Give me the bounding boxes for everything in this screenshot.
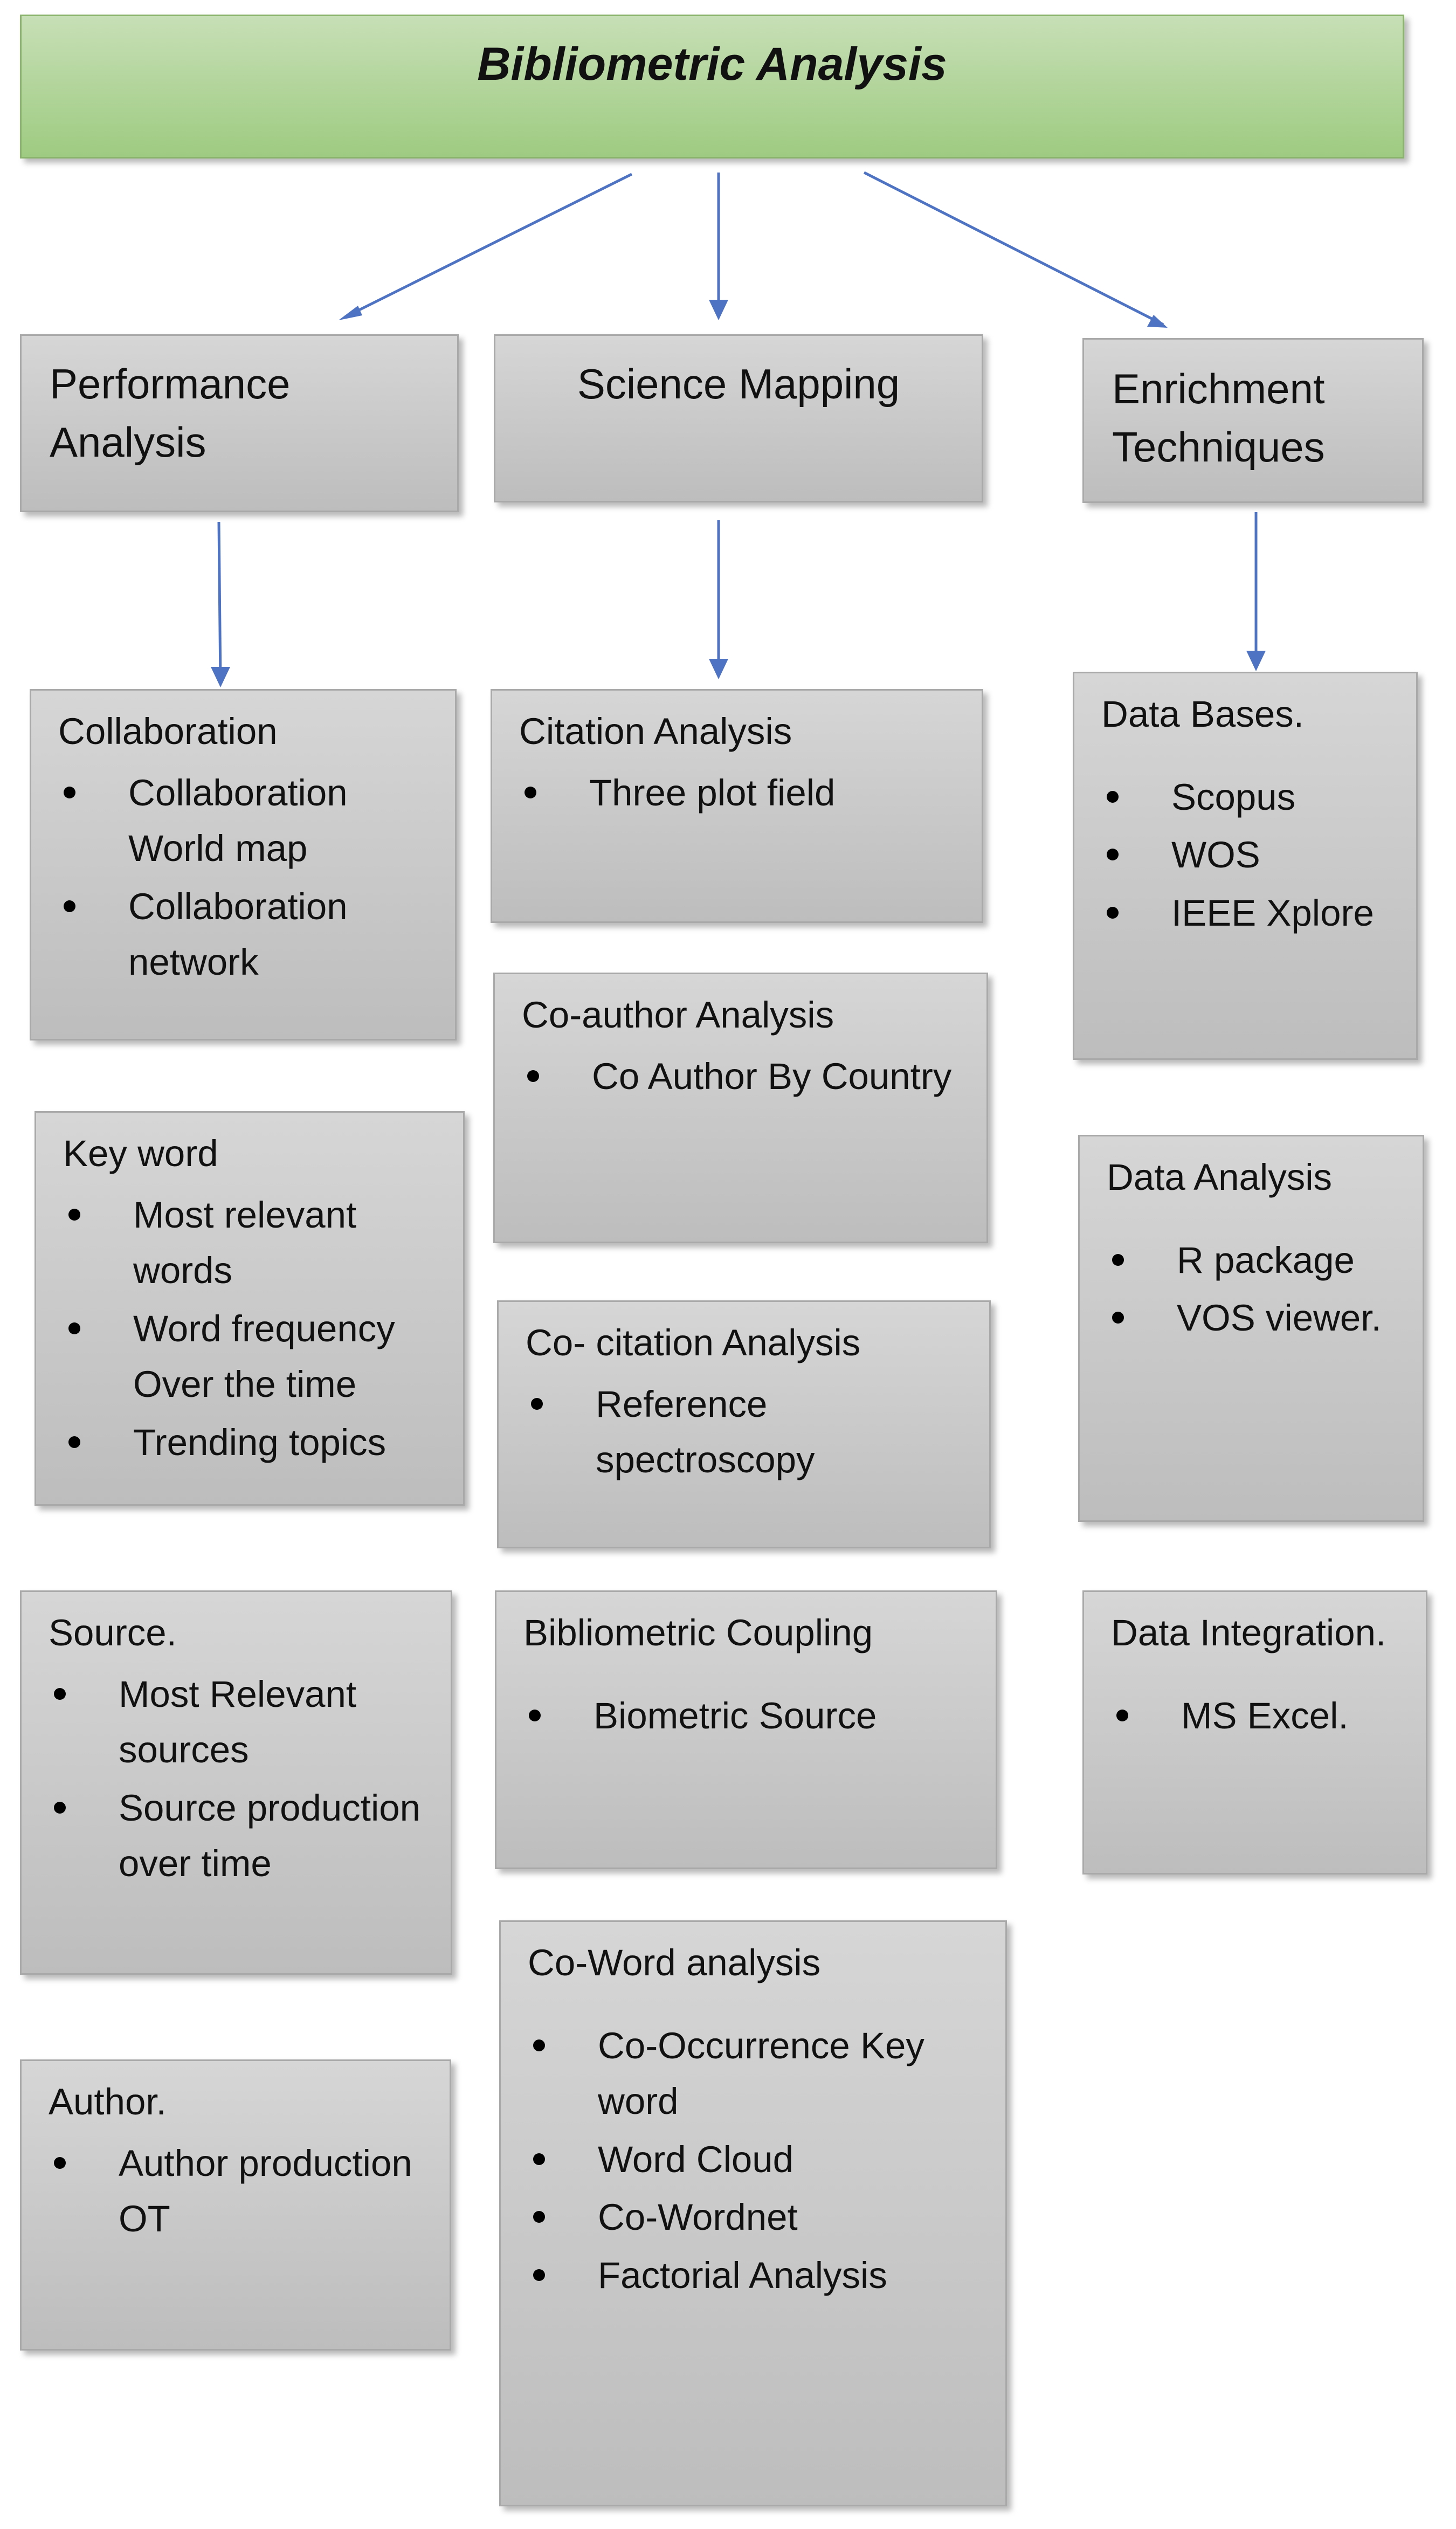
list-item: Most Relevant sources [49,1666,431,1778]
box-citation-analysis: Citation Analysis Three plot field [491,689,983,923]
list-item: Three plot field [519,765,962,821]
category-enrichment-techniques: Enrichment Techniques [1082,338,1424,503]
list-item: Factorial Analysis [528,2248,986,2304]
list-item: Scopus [1101,769,1397,825]
box-list: Three plot field [519,765,962,821]
list-item: Source production over time [49,1780,431,1892]
list-item: Author production OT [49,2135,430,2247]
list-item: Word frequency Over the time [63,1301,444,1412]
list-item: Collaboration World map [58,765,436,877]
list-item: Most relevant words [63,1187,444,1299]
box-key-word: Key word Most relevant words Word freque… [34,1111,465,1506]
box-list: Most Relevant sources Source production … [49,1666,431,1892]
list-item: Word Cloud [528,2132,986,2188]
category-label: Enrichment Techniques [1112,365,1325,471]
box-list: Most relevant words Word frequency Over … [63,1187,444,1471]
box-heading: Co- citation Analysis [526,1322,861,1363]
box-heading: Co-author Analysis [522,994,834,1036]
box-heading: Author. [49,2081,167,2123]
list-item: Biometric Source [523,1688,976,1744]
category-label: Science Mapping [577,360,900,408]
box-co-word-analysis: Co-Word analysis Co-Occurrence Key word … [499,1920,1007,2506]
box-heading: Key word [63,1133,218,1174]
category-science-mapping: Science Mapping [494,334,983,502]
box-heading: Data Bases. [1101,693,1304,735]
list-item: R package [1107,1232,1403,1288]
category-label: Performance Analysis [50,360,291,466]
list-item: IEEE Xplore [1101,885,1397,941]
box-list: Scopus WOS IEEE Xplore [1101,769,1397,941]
arrow-to-enrichment [863,171,1164,326]
arrowhead-enrichment-down [1246,651,1266,671]
box-heading: Bibliometric Coupling [523,1612,873,1653]
list-item: Reference spectroscopy [526,1376,970,1488]
box-author: Author. Author production OT [20,2059,451,2351]
box-list: Collaboration World map Collaboration ne… [58,765,436,990]
box-heading: Collaboration [58,711,278,752]
box-data-bases: Data Bases. Scopus WOS IEEE Xplore [1073,672,1418,1060]
box-co-author-analysis: Co-author Analysis Co Author By Country [493,973,988,1243]
box-heading: Data Analysis [1107,1156,1333,1198]
box-list: R package VOS viewer. [1107,1232,1403,1346]
list-item: Co-Occurrence Key word [528,2018,986,2130]
arrow-performance-down [217,521,222,683]
list-item: WOS [1101,827,1397,883]
category-performance-analysis: Performance Analysis [20,334,459,512]
box-list: MS Excel. [1111,1688,1406,1744]
arrowhead-enrichment [1147,315,1168,328]
arrowhead-performance-down [211,667,230,687]
box-heading: Data Integration. [1111,1612,1386,1653]
box-list: Biometric Source [523,1688,976,1744]
list-item: VOS viewer. [1107,1290,1403,1346]
arrowhead-science-down [709,659,728,679]
box-list: Co-Occurrence Key word Word Cloud Co-Wor… [528,2018,986,2304]
box-data-integration: Data Integration. MS Excel. [1082,1590,1427,1875]
box-heading: Citation Analysis [519,711,792,752]
box-collaboration: Collaboration Collaboration World map Co… [30,689,457,1040]
list-item: Trending topics [63,1415,444,1471]
box-heading: Source. [49,1612,177,1653]
arrow-to-performance [344,173,633,319]
box-list: Co Author By Country [522,1049,967,1105]
list-item: Collaboration network [58,879,436,990]
arrowhead-performance [339,306,362,320]
list-item: Co Author By Country [522,1049,967,1105]
box-data-analysis: Data Analysis R package VOS viewer. [1078,1135,1424,1522]
arrowhead-science [709,300,728,320]
box-bibliometric-coupling: Bibliometric Coupling Biometric Source [495,1590,997,1869]
list-item: Co-Wordnet [528,2189,986,2245]
diagram-title: Bibliometric Analysis [20,15,1404,159]
box-list: Reference spectroscopy [526,1376,970,1488]
box-list: Author production OT [49,2135,430,2247]
box-heading: Co-Word analysis [528,1942,821,1983]
diagram-title-text: Bibliometric Analysis [477,38,947,90]
list-item: MS Excel. [1111,1688,1406,1744]
box-co-citation-analysis: Co- citation Analysis Reference spectros… [497,1300,991,1548]
box-source: Source. Most Relevant sources Source pro… [20,1590,452,1975]
